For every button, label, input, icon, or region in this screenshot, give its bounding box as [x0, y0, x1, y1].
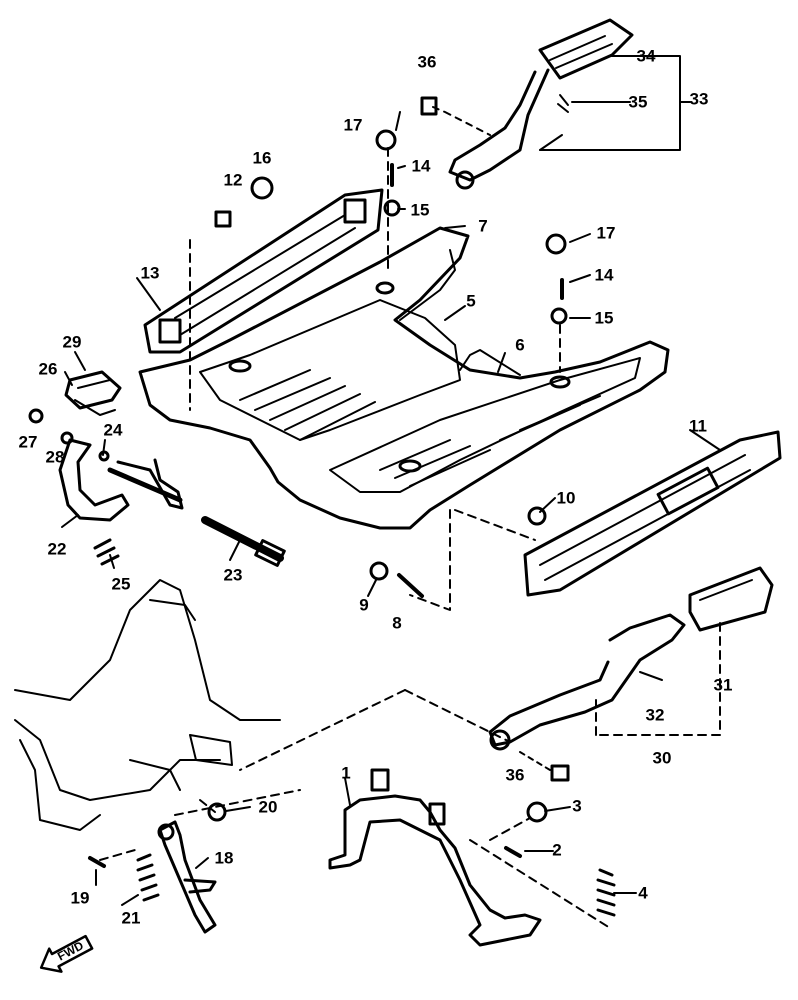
part-label-15-top: 15: [410, 200, 430, 220]
part-label-22: 22: [47, 539, 67, 559]
part-label-25: 25: [111, 574, 131, 594]
side-stand-18: [157, 820, 217, 934]
bracket-13: [143, 188, 384, 354]
footpeg-29: [64, 370, 122, 416]
leader-lines: [99, 147, 721, 929]
part-label-8: 8: [392, 613, 402, 633]
forward-arrow-icon: FWD: [32, 928, 97, 982]
part-label-35: 35: [628, 92, 648, 112]
spring-25: [93, 538, 120, 566]
label-ticks: [61, 111, 721, 906]
part-label-16: 16: [252, 148, 272, 168]
part-label-6: 6: [515, 335, 525, 355]
part-label-10: 10: [556, 488, 576, 508]
footrest-33: [420, 18, 634, 190]
part-label-36-top: 36: [417, 52, 437, 72]
part-label-34: 34: [636, 46, 656, 66]
part-label-9: 9: [359, 595, 369, 615]
part-label-31: 31: [713, 675, 733, 695]
part-label-24: 24: [103, 420, 123, 440]
part-label-4: 4: [638, 883, 648, 903]
part-label-19: 19: [70, 888, 90, 908]
part-label-14-top: 14: [411, 156, 431, 176]
part-label-17-top: 17: [343, 115, 363, 135]
part-label-30: 30: [652, 748, 672, 768]
part-label-21: 21: [121, 908, 141, 928]
spring-4: [596, 868, 616, 917]
part-label-7: 7: [478, 216, 488, 236]
rod-23: [201, 516, 286, 567]
part-label-13: 13: [140, 263, 160, 283]
part-label-27: 27: [18, 432, 38, 452]
footrest-30: [488, 566, 774, 782]
part-label-11: 11: [689, 416, 707, 436]
main-stand-1: [328, 768, 542, 947]
part-label-33: 33: [689, 89, 709, 109]
spring-21: [136, 853, 160, 902]
part-label-14-right: 14: [594, 265, 614, 285]
part-label-28: 28: [45, 447, 65, 467]
part-label-15-right: 15: [594, 308, 614, 328]
engine-outline: [14, 579, 281, 831]
part-label-20: 20: [258, 797, 278, 817]
group-brackets: [539, 55, 691, 151]
part-label-29: 29: [62, 332, 82, 352]
lever-22: [58, 438, 184, 522]
part-label-36-bottom: 36: [505, 765, 525, 785]
part-label-3: 3: [572, 796, 582, 816]
part-label-2: 2: [552, 840, 562, 860]
side-rail-11: [523, 430, 782, 597]
part-label-1: 1: [341, 763, 351, 783]
part-label-32: 32: [645, 705, 665, 725]
part-label-5: 5: [466, 291, 476, 311]
part-label-26: 26: [38, 359, 58, 379]
part-label-23: 23: [223, 565, 243, 585]
part-label-18: 18: [214, 848, 234, 868]
part-label-12: 12: [223, 170, 243, 190]
part-label-17-right: 17: [596, 223, 616, 243]
footboard-assembly: [138, 226, 670, 530]
